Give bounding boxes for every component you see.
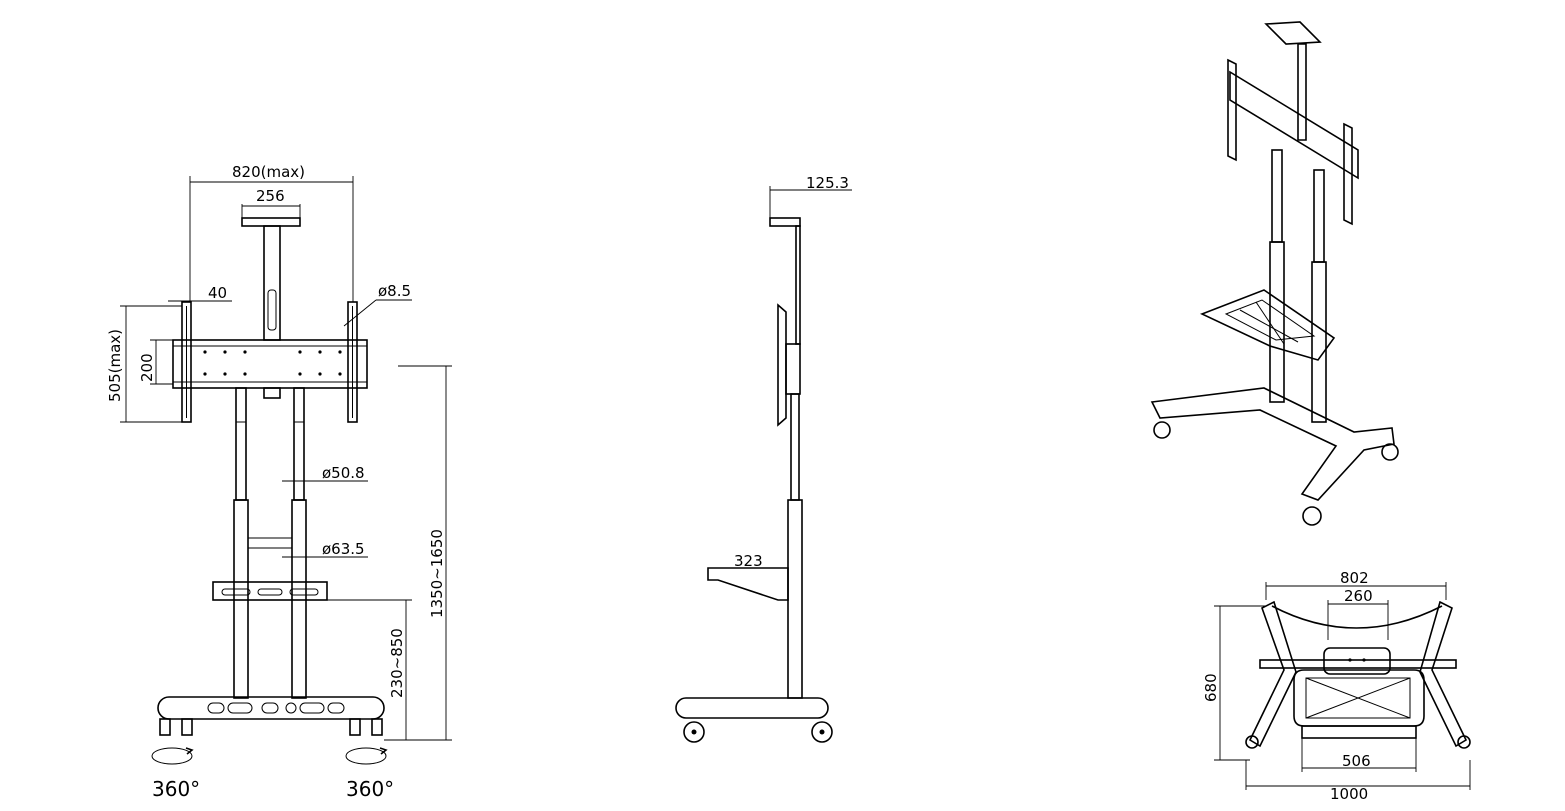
front-shelf [212, 581, 328, 601]
right-bracket [347, 301, 358, 423]
iso-left-lower-pole [1269, 241, 1285, 403]
dim-upper-pole: ø50.8 [322, 464, 365, 482]
dim-overall-height: 1350~1650 [428, 529, 446, 618]
top-right-leg [1419, 600, 1468, 748]
rotation-right-label: 360° [346, 777, 394, 801]
side-top-plate [769, 217, 801, 227]
side-lower-pole [787, 499, 803, 699]
rotation-left-label: 360° [152, 777, 200, 801]
dim-vertical-spacing: 200 [138, 353, 156, 382]
iso-top-plate [1264, 21, 1322, 45]
top-left-leg [1248, 600, 1297, 748]
rotation-arrow-right [345, 747, 387, 765]
front-base [157, 696, 385, 720]
top-plate [241, 217, 301, 227]
top-arc [1271, 605, 1443, 629]
top-shelf-front [1301, 725, 1417, 739]
top-view: 802 260 680 506 1000 [1202, 569, 1471, 803]
top-arm [263, 225, 281, 341]
dim-base-width: 1000 [1330, 785, 1368, 803]
iso-shelf [1199, 289, 1336, 361]
side-mount [785, 343, 801, 395]
iso-right-lower-pole [1311, 261, 1327, 423]
dim-height-max: 505(max) [106, 329, 124, 402]
dim-shelf-width: 506 [1342, 752, 1371, 770]
side-upper-pole [790, 393, 800, 501]
rotation-arrow-left [151, 747, 193, 765]
dim-top-width: 802 [1340, 569, 1369, 587]
front-dimension-lines [120, 176, 452, 741]
front-casters [159, 718, 383, 736]
iso-casters [1153, 421, 1399, 526]
side-arm [795, 225, 801, 345]
dim-shelf-depth: 323 [734, 552, 763, 570]
top-shelf-inner [1305, 677, 1411, 719]
dim-top-depth: 125.3 [806, 174, 849, 192]
dim-arm-width: 256 [256, 187, 285, 205]
top-dimension-lines [1214, 582, 1471, 790]
dim-lower-pole: ø63.5 [322, 540, 365, 558]
side-view: 125.3 323 [675, 174, 852, 743]
left-upper-pole [235, 387, 247, 501]
front-view: 820(max) 256 40 ø8.5 505(max) 200 ø50.8 … [106, 163, 452, 801]
right-upper-pole [293, 387, 305, 501]
dim-shelf-height: 230~850 [388, 628, 406, 698]
mount-plate [172, 339, 368, 389]
dim-depth: 680 [1202, 673, 1220, 702]
dim-top-inner: 260 [1344, 587, 1373, 605]
isometric-view [1150, 21, 1399, 526]
right-lower-pole [291, 499, 307, 699]
center-clamp [263, 387, 281, 399]
iso-arm [1297, 43, 1307, 141]
iso-right-upper-pole [1313, 169, 1325, 263]
top-crossbar [1259, 659, 1457, 669]
iso-mount-plate [1229, 70, 1359, 180]
mount-holes [203, 350, 342, 376]
dim-hole-diameter: ø8.5 [378, 282, 411, 300]
arm-slot [267, 289, 277, 331]
side-caster-right [811, 721, 833, 743]
iso-base [1150, 387, 1395, 501]
side-shelf [707, 567, 789, 601]
left-bracket [181, 301, 192, 423]
side-caster-left [683, 721, 705, 743]
dim-width-max: 820(max) [232, 163, 305, 181]
top-mount [1323, 647, 1391, 675]
iso-left-upper-pole [1271, 149, 1283, 243]
dim-clearance: 40 [208, 284, 227, 302]
side-bracket [777, 303, 787, 427]
side-base [675, 697, 829, 719]
left-lower-pole [233, 499, 249, 699]
